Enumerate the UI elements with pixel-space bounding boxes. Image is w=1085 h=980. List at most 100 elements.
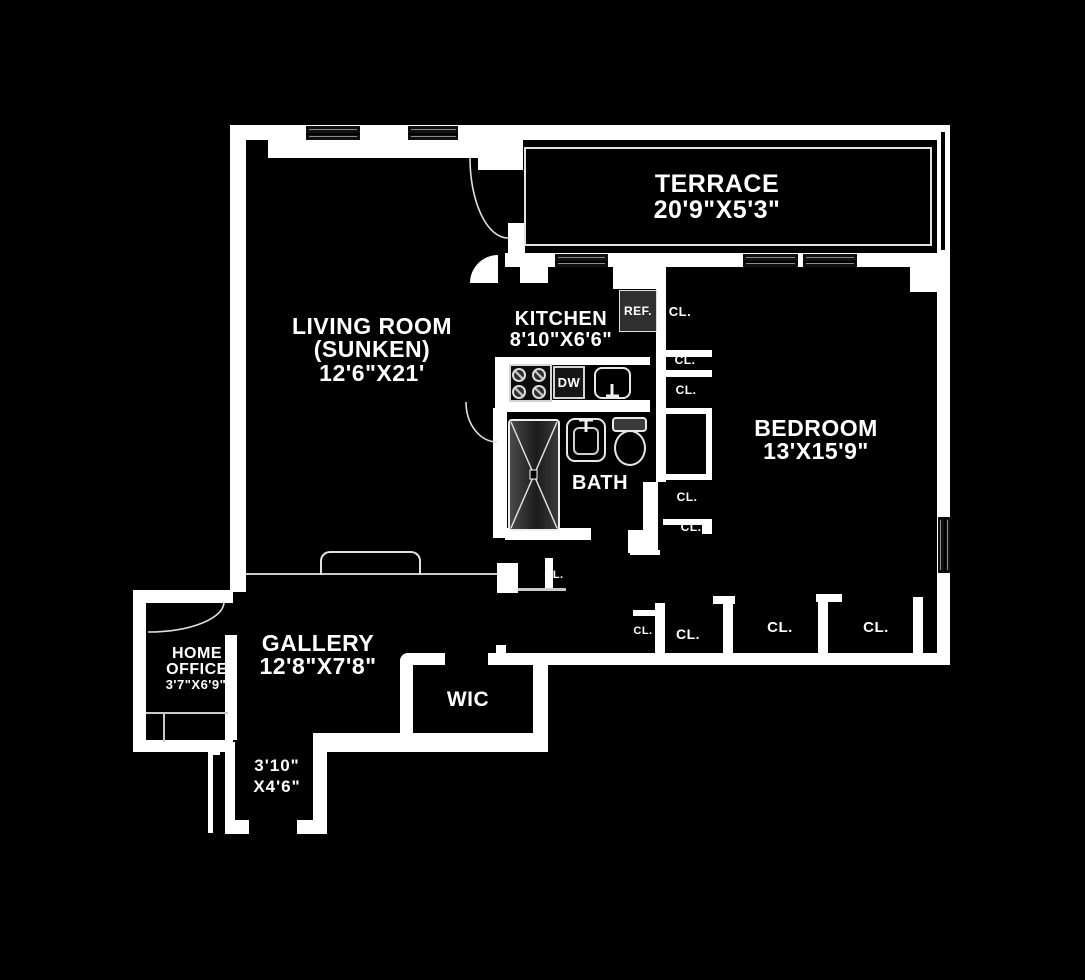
wall: [495, 357, 509, 403]
closet-label: CL.: [767, 619, 793, 636]
wall: [713, 596, 735, 604]
wall: [497, 563, 518, 593]
wall: [816, 594, 842, 602]
dishwasher-label: DW: [557, 375, 581, 390]
wic-label: WIC: [446, 688, 490, 711]
wall: [230, 140, 246, 592]
wall: [910, 267, 937, 292]
wall: [478, 140, 523, 170]
wall: [495, 357, 650, 365]
window: [408, 126, 458, 140]
wall: [660, 370, 712, 377]
refrigerator-label: REF.: [623, 304, 652, 318]
toilet-bowl: [614, 430, 646, 466]
bathtub: [508, 419, 560, 531]
wall: [495, 400, 650, 412]
closet-label: CL.: [675, 383, 697, 397]
window: [938, 517, 950, 573]
wall: [268, 140, 478, 158]
wall: [535, 653, 950, 665]
wall: [225, 820, 249, 834]
home-office-line: [163, 714, 165, 742]
home-office-line: [146, 712, 228, 714]
wall: [505, 528, 591, 540]
closet-label: CL.: [680, 520, 702, 534]
wall: [545, 558, 553, 590]
closet-label: CL.: [544, 569, 564, 581]
living-room-label: LIVING ROOM: [291, 313, 453, 339]
wall: [327, 733, 548, 752]
bedroom-label: BEDROOM: [754, 415, 878, 441]
entry-dims-1: 3'10": [254, 756, 300, 775]
bath-sink: [566, 418, 606, 462]
refrigerator: REF.: [619, 290, 657, 332]
window: [306, 126, 360, 140]
wall: [493, 408, 507, 538]
bedroom-dims: 13'X15'9": [763, 438, 869, 464]
closet-label: CL.: [676, 490, 698, 504]
shaft: [666, 414, 706, 474]
living-room-dims: 12'6"X21': [319, 360, 425, 386]
step: [320, 551, 421, 575]
door-arc-home-office: [147, 601, 225, 633]
wall: [496, 645, 506, 654]
closet-label: CL.: [674, 353, 696, 367]
kitchen-dims: 8'10"X6'6": [509, 329, 613, 351]
wall: [133, 590, 146, 752]
wall: [313, 733, 327, 834]
entry-dims-2: X4'6": [253, 777, 301, 796]
wall: [613, 267, 658, 289]
window: [555, 254, 608, 267]
closet-label: CL.: [633, 625, 653, 637]
wall: [628, 530, 658, 553]
gallery-dims: 12'8"X7'8": [259, 653, 377, 679]
wall: [818, 602, 828, 655]
bath-label: BATH: [571, 472, 629, 494]
living-room-qualifier: (SUNKEN): [313, 336, 431, 362]
stove-burner: [512, 368, 526, 382]
wall: [655, 603, 665, 655]
wall: [208, 753, 213, 833]
wall: [488, 653, 546, 665]
wall: [133, 590, 233, 603]
closet-label: CL.: [675, 626, 701, 642]
home-office-label-1: HOME: [172, 645, 222, 662]
home-office-label-2: OFFICE: [166, 661, 228, 678]
closet-line: [518, 588, 566, 591]
kitchen-sink: [594, 367, 631, 399]
wall: [535, 665, 548, 743]
wall: [208, 745, 220, 755]
closet-label: CL.: [632, 537, 652, 549]
wall: [297, 820, 327, 834]
wall: [660, 350, 712, 357]
wall: [225, 742, 235, 822]
wall: [633, 610, 657, 616]
home-office-dims: 3'7"X6'9": [165, 677, 227, 692]
door-arc-terrace: [469, 157, 509, 239]
dishwasher: DW: [553, 366, 585, 399]
wall: [723, 602, 733, 655]
window: [743, 254, 798, 267]
terrace-border: [524, 147, 932, 246]
window: [803, 254, 857, 267]
wall: [400, 653, 445, 665]
wall: [913, 597, 923, 655]
step-line: [246, 573, 497, 575]
closet-label: CL.: [668, 304, 692, 319]
wall: [508, 223, 525, 253]
wall: [400, 653, 413, 733]
gallery-label: GALLERY: [261, 630, 375, 656]
terrace-dims: 20'9"X5'3": [653, 196, 781, 224]
stove-burner: [532, 368, 546, 382]
stove-burner: [512, 385, 526, 399]
bath-sink-bowl: [573, 427, 599, 455]
wall: [663, 519, 708, 525]
wall: [225, 635, 237, 740]
stove-burner: [532, 385, 546, 399]
kitchen-label: KITCHEN: [514, 308, 608, 330]
terrace-label: TERRACE: [654, 170, 780, 198]
wall: [643, 482, 658, 532]
wall: [702, 519, 712, 534]
door-leaf-kitchen: [470, 255, 498, 283]
